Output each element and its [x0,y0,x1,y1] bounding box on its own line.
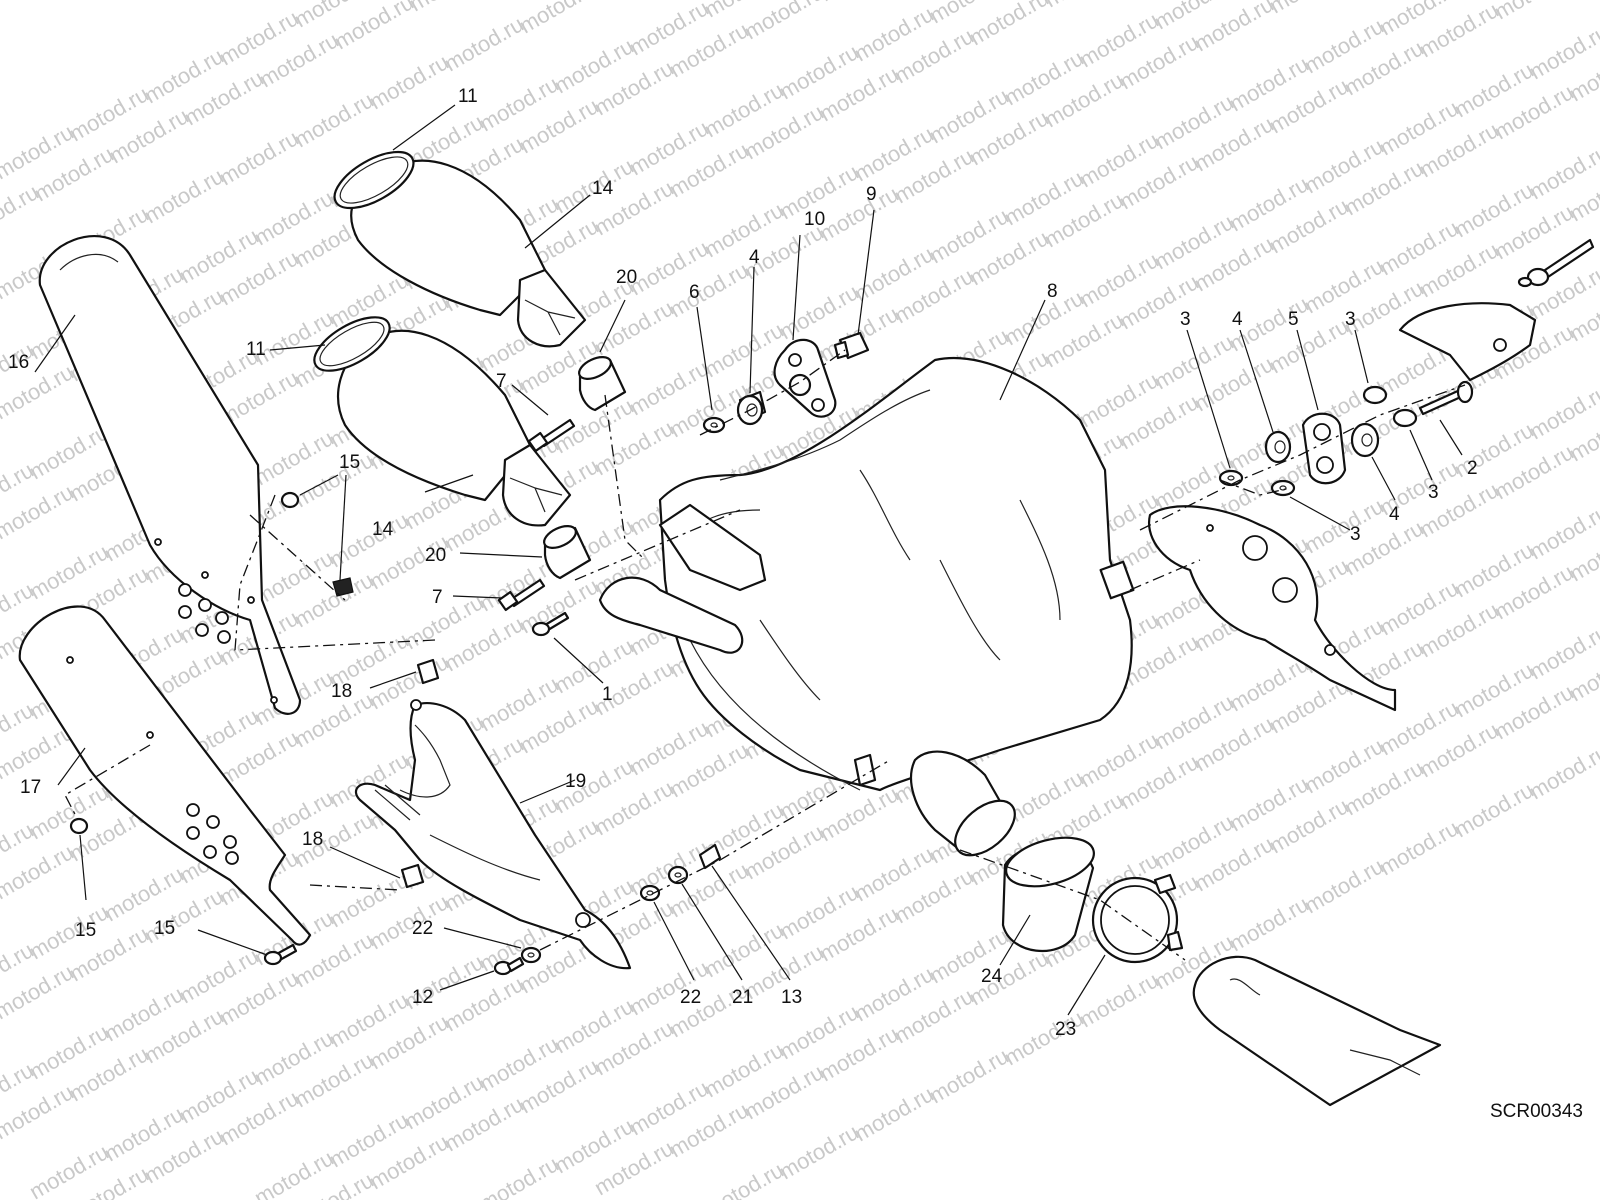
sleeve-20 [543,356,627,580]
callout-14: 14 [372,519,394,540]
watermark-text: motod.ru [1525,739,1600,804]
clamp-23 [1091,873,1184,964]
callout-20: 20 [616,267,637,288]
silencer-body-8 [598,356,1135,857]
watermark-text: motod.ru [405,0,493,16]
callout-7: 7 [496,371,507,392]
washer-3 [1218,469,1244,487]
callout-2: 2 [1467,458,1478,479]
callout-18: 18 [302,829,323,850]
upper-bracket-right [1398,238,1595,382]
callout-labels: 11 14 11 14 16 20 7 20 7 15 6 4 10 9 8 1… [8,86,1583,1122]
watermark-text: motod.ru [365,49,453,114]
callout-3: 3 [1180,309,1191,330]
watermark-text: motod.ru [740,0,828,44]
hanger-bracket-right [1147,505,1397,712]
exhaust-pipe [1192,955,1442,1107]
callout-20: 20 [425,545,446,566]
watermark-text: motod.ru [1075,967,1163,1032]
watermark-text: motod.ru [850,1081,938,1146]
fastener-set-lower [493,843,722,976]
gasket-24 [1001,836,1095,953]
washer-6 [702,416,726,434]
callout-15: 15 [75,920,96,941]
callout-5: 5 [1288,309,1299,330]
watermark-text: motod.ru [515,0,603,38]
watermark-text: motod.ru [475,1151,563,1200]
callout-22: 22 [412,918,433,939]
muffler-end-14-upper [333,150,587,348]
clip-18 [400,658,440,889]
callout-15: 15 [339,452,360,473]
watermark-text: motod.ru [925,1043,1013,1108]
callout-22: 22 [680,987,701,1008]
callout-4: 4 [1389,504,1400,525]
screw-7 [497,418,576,612]
watermark-text: motod.ru [1375,815,1463,880]
callout-19: 19 [565,771,586,792]
callout-15: 15 [154,918,175,939]
heat-shield-16 [38,235,302,715]
assembly-centerlines [64,349,1466,961]
callout-24: 24 [981,966,1003,987]
callout-3: 3 [1350,524,1361,545]
watermark-text: motod.ru [1300,853,1388,918]
callout-3: 3 [1428,482,1439,503]
watermark-text: motod.ru [1265,0,1353,18]
nut-9 [833,331,870,360]
muffler-end-14-lower [313,316,572,527]
watermark-text: motod.ru [290,87,378,152]
callout-14: 14 [592,178,614,199]
watermark-text: motod.ru [1490,0,1578,24]
leader-lines [34,104,1463,1016]
callout-16: 16 [8,352,29,373]
callout-4: 4 [749,247,760,268]
watermark-text: motod.ru [140,163,228,228]
heat-shield-17 [18,605,312,946]
callout-11: 11 [458,86,478,107]
cap-nut-15 [69,491,354,966]
callout-10: 10 [804,209,825,230]
watermark-text: motod.ru [1225,891,1313,956]
watermark-text: motod.ru [1040,0,1128,12]
grommet-4-left [736,390,767,426]
watermark-text: motod.ru [965,0,1053,50]
callout-13: 13 [781,987,802,1008]
callout-6: 6 [689,282,700,303]
callout-11: 11 [246,339,266,360]
callout-21: 21 [732,987,753,1008]
drawing-code: SCR00343 [1490,1101,1583,1122]
screw-1 [531,611,570,637]
lower-cover-19 [354,699,632,970]
callout-4: 4 [1232,309,1243,330]
callout-23: 23 [1055,1019,1076,1040]
watermark-text: motod.ru [815,0,903,6]
watermark-text: motod.ru [1450,777,1538,842]
callout-9: 9 [866,184,877,205]
callout-1: 1 [602,684,613,705]
watermark-text: motod.ru [775,1119,863,1184]
callout-8: 8 [1047,281,1058,302]
callout-3: 3 [1345,309,1356,330]
callout-18: 18 [331,681,352,702]
callout-7: 7 [432,587,443,608]
callout-12: 12 [412,987,433,1008]
watermark-text: motod.ru [440,11,528,76]
watermark-text: motod.ru [215,125,303,190]
callout-17: 17 [20,777,41,798]
